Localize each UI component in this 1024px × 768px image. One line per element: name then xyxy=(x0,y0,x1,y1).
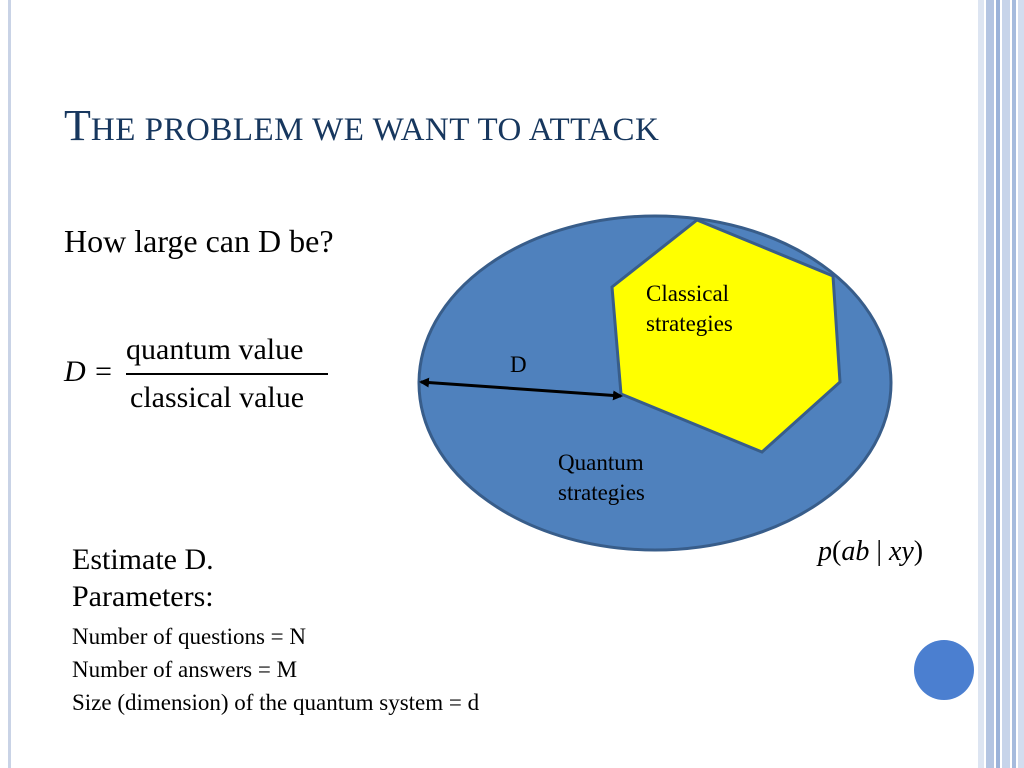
quantum-label-line1: Quantum xyxy=(558,450,644,475)
formula-lhs-text: D = xyxy=(64,355,114,388)
right-decor-stripes xyxy=(978,0,1024,768)
param-answers: Number of answers = M xyxy=(72,657,298,682)
formula-lhs: D = xyxy=(64,355,113,389)
stripe xyxy=(1018,0,1024,768)
parameters-list: Number of questions = N Number of answer… xyxy=(72,620,479,719)
formula-denominator: classical value xyxy=(130,381,305,414)
formula-numerator: quantum value xyxy=(126,333,304,366)
probability-expression: p(ab | xy) xyxy=(818,536,923,568)
parameters-heading: Parameters: xyxy=(72,579,214,613)
title-initial: T xyxy=(64,101,91,150)
quantum-label-line2: strategies xyxy=(558,480,645,505)
stripe xyxy=(996,0,1000,768)
ratio-formula: D = quantum value classical value xyxy=(64,333,344,425)
prob-p: p xyxy=(818,536,832,567)
estimate-line: Estimate D. xyxy=(72,543,214,576)
classical-label-line2: strategies xyxy=(646,311,733,336)
prob-open: ( xyxy=(832,536,842,567)
stripe xyxy=(1002,0,1010,768)
prob-close: ) xyxy=(913,536,924,567)
title-rest: he problem we want to attack xyxy=(90,112,660,148)
stripe xyxy=(978,0,984,768)
classical-strategies-hexagon xyxy=(610,218,842,454)
decorative-circle xyxy=(914,640,974,700)
distance-arrow xyxy=(419,377,623,401)
prob-xy: xy xyxy=(888,536,914,567)
arrow-label: D xyxy=(510,352,527,377)
slide-title: The problem we want to attack xyxy=(64,104,659,148)
param-size: Size (dimension) of the quantum system =… xyxy=(72,690,480,715)
left-border xyxy=(8,0,11,768)
stripe xyxy=(1012,0,1016,768)
stripe xyxy=(986,0,994,768)
prob-ab: ab xyxy=(841,536,870,567)
prob-bar: | xyxy=(869,536,889,567)
question-text: How large can D be? xyxy=(64,223,334,259)
estimate-block: Estimate D. Parameters: xyxy=(72,542,214,615)
param-questions: Number of questions = N xyxy=(72,624,306,649)
fraction-bar xyxy=(126,373,328,375)
classical-label-line1: Classical xyxy=(646,281,729,306)
